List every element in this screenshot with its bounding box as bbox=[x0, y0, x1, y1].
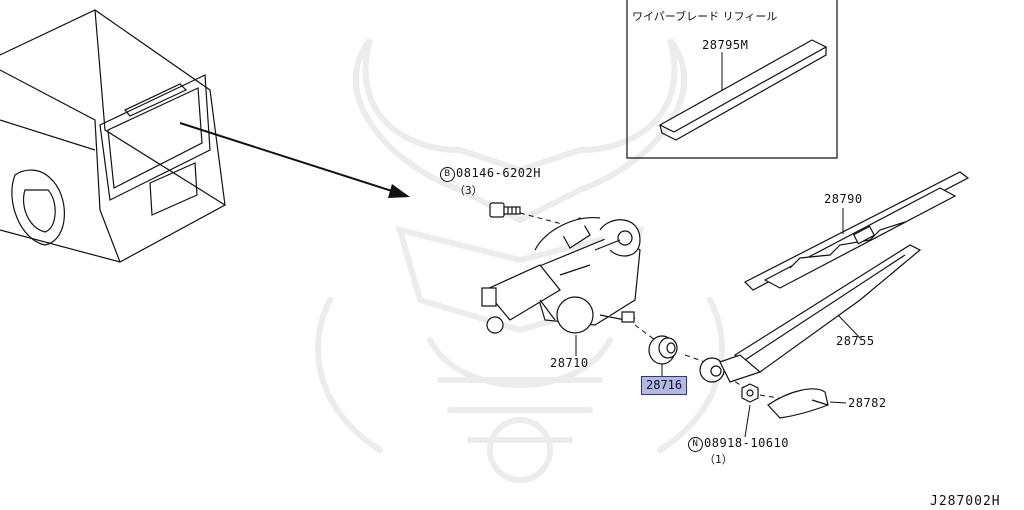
bolt-quantity: （3） bbox=[454, 184, 483, 197]
nut-drawing bbox=[741, 383, 759, 403]
motor-part-number[interactable]: 28710 bbox=[550, 356, 589, 370]
wiper-blade-drawing bbox=[743, 171, 970, 291]
refill-part-number[interactable]: 28795M bbox=[702, 38, 749, 52]
watermark-emblem bbox=[315, 38, 725, 483]
wiper-refill-drawing bbox=[658, 39, 828, 141]
pointer-arrow bbox=[179, 122, 410, 198]
blade-part-number[interactable]: 28790 bbox=[824, 192, 863, 206]
wiper-arm-drawing bbox=[699, 244, 922, 383]
bolt-prefix-badge: B bbox=[440, 167, 455, 182]
bolt-code: 08146-6202H bbox=[456, 166, 541, 180]
bolt-drawing bbox=[489, 202, 521, 218]
nut-quantity: （1） bbox=[704, 453, 733, 466]
nut-code: 08918-10610 bbox=[704, 436, 789, 450]
arm-cover-drawing bbox=[767, 388, 829, 419]
cap-part-number[interactable]: 28716 bbox=[641, 376, 688, 395]
pivot-cap-drawing bbox=[648, 335, 678, 365]
cover-part-number[interactable]: 28782 bbox=[848, 396, 887, 410]
inset-title: ワイパーブレード リフィール bbox=[632, 10, 778, 23]
arm-leader bbox=[837, 314, 861, 339]
nut-leader bbox=[744, 404, 751, 438]
vehicle-rear-icon bbox=[0, 9, 226, 263]
arm-part-number[interactable]: 28755 bbox=[836, 334, 875, 348]
wiper-motor-drawing bbox=[481, 217, 641, 334]
diagram-code: J287002H bbox=[930, 494, 1001, 509]
nut-prefix-badge: N bbox=[688, 437, 703, 452]
cover-leader bbox=[829, 401, 847, 404]
